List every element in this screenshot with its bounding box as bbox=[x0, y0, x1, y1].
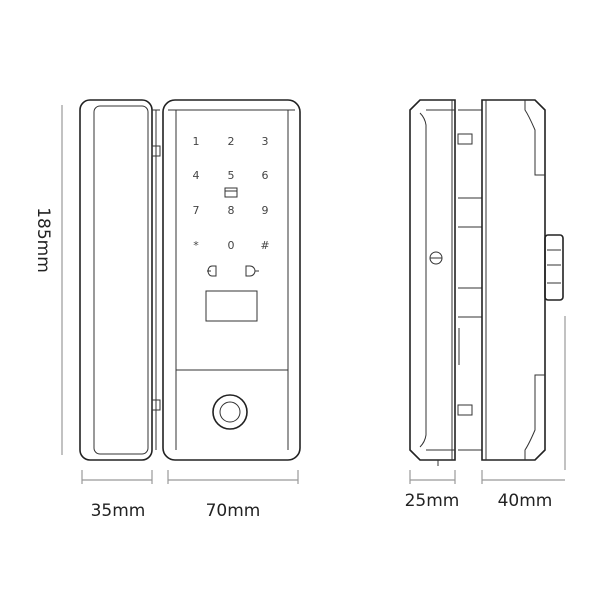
keypad-key: 2 bbox=[228, 135, 235, 148]
keypad-key: 0 bbox=[228, 239, 235, 252]
card-reader-icon bbox=[224, 187, 238, 198]
keypad-key: 8 bbox=[228, 204, 235, 217]
thumb-knob bbox=[544, 234, 564, 301]
width-dim-35 bbox=[81, 470, 153, 484]
side-module bbox=[79, 99, 161, 461]
keypad-key: 6 bbox=[262, 169, 269, 182]
depth-dim-40 bbox=[481, 470, 565, 484]
keypad-key: 3 bbox=[262, 135, 269, 148]
side-width-label: 35mm bbox=[91, 501, 146, 521]
keypad-key: 4 bbox=[193, 169, 200, 182]
width-dim-70 bbox=[167, 470, 299, 484]
keypad-key: 1 bbox=[193, 135, 200, 148]
keypad-key: 5 bbox=[228, 169, 235, 182]
inner-depth-label: 25mm bbox=[405, 491, 460, 511]
keypad-key: 7 bbox=[193, 204, 200, 217]
fingerprint-sensor bbox=[212, 394, 248, 430]
depth-dim-25 bbox=[409, 470, 456, 484]
keypad-key: # bbox=[260, 239, 269, 252]
bell-right-icon bbox=[245, 265, 259, 277]
front-panel: 1 2 3 4 5 6 7 8 9 * 0 # bbox=[162, 99, 301, 461]
display-window bbox=[205, 290, 258, 322]
keypad-key: * bbox=[193, 239, 199, 252]
panel-width-label: 70mm bbox=[206, 501, 261, 521]
keypad-key: 9 bbox=[262, 204, 269, 217]
bell-left-icon bbox=[207, 265, 217, 277]
height-label: 185mm bbox=[33, 207, 53, 273]
side-view bbox=[409, 99, 564, 466]
outer-depth-label: 40mm bbox=[498, 491, 553, 511]
